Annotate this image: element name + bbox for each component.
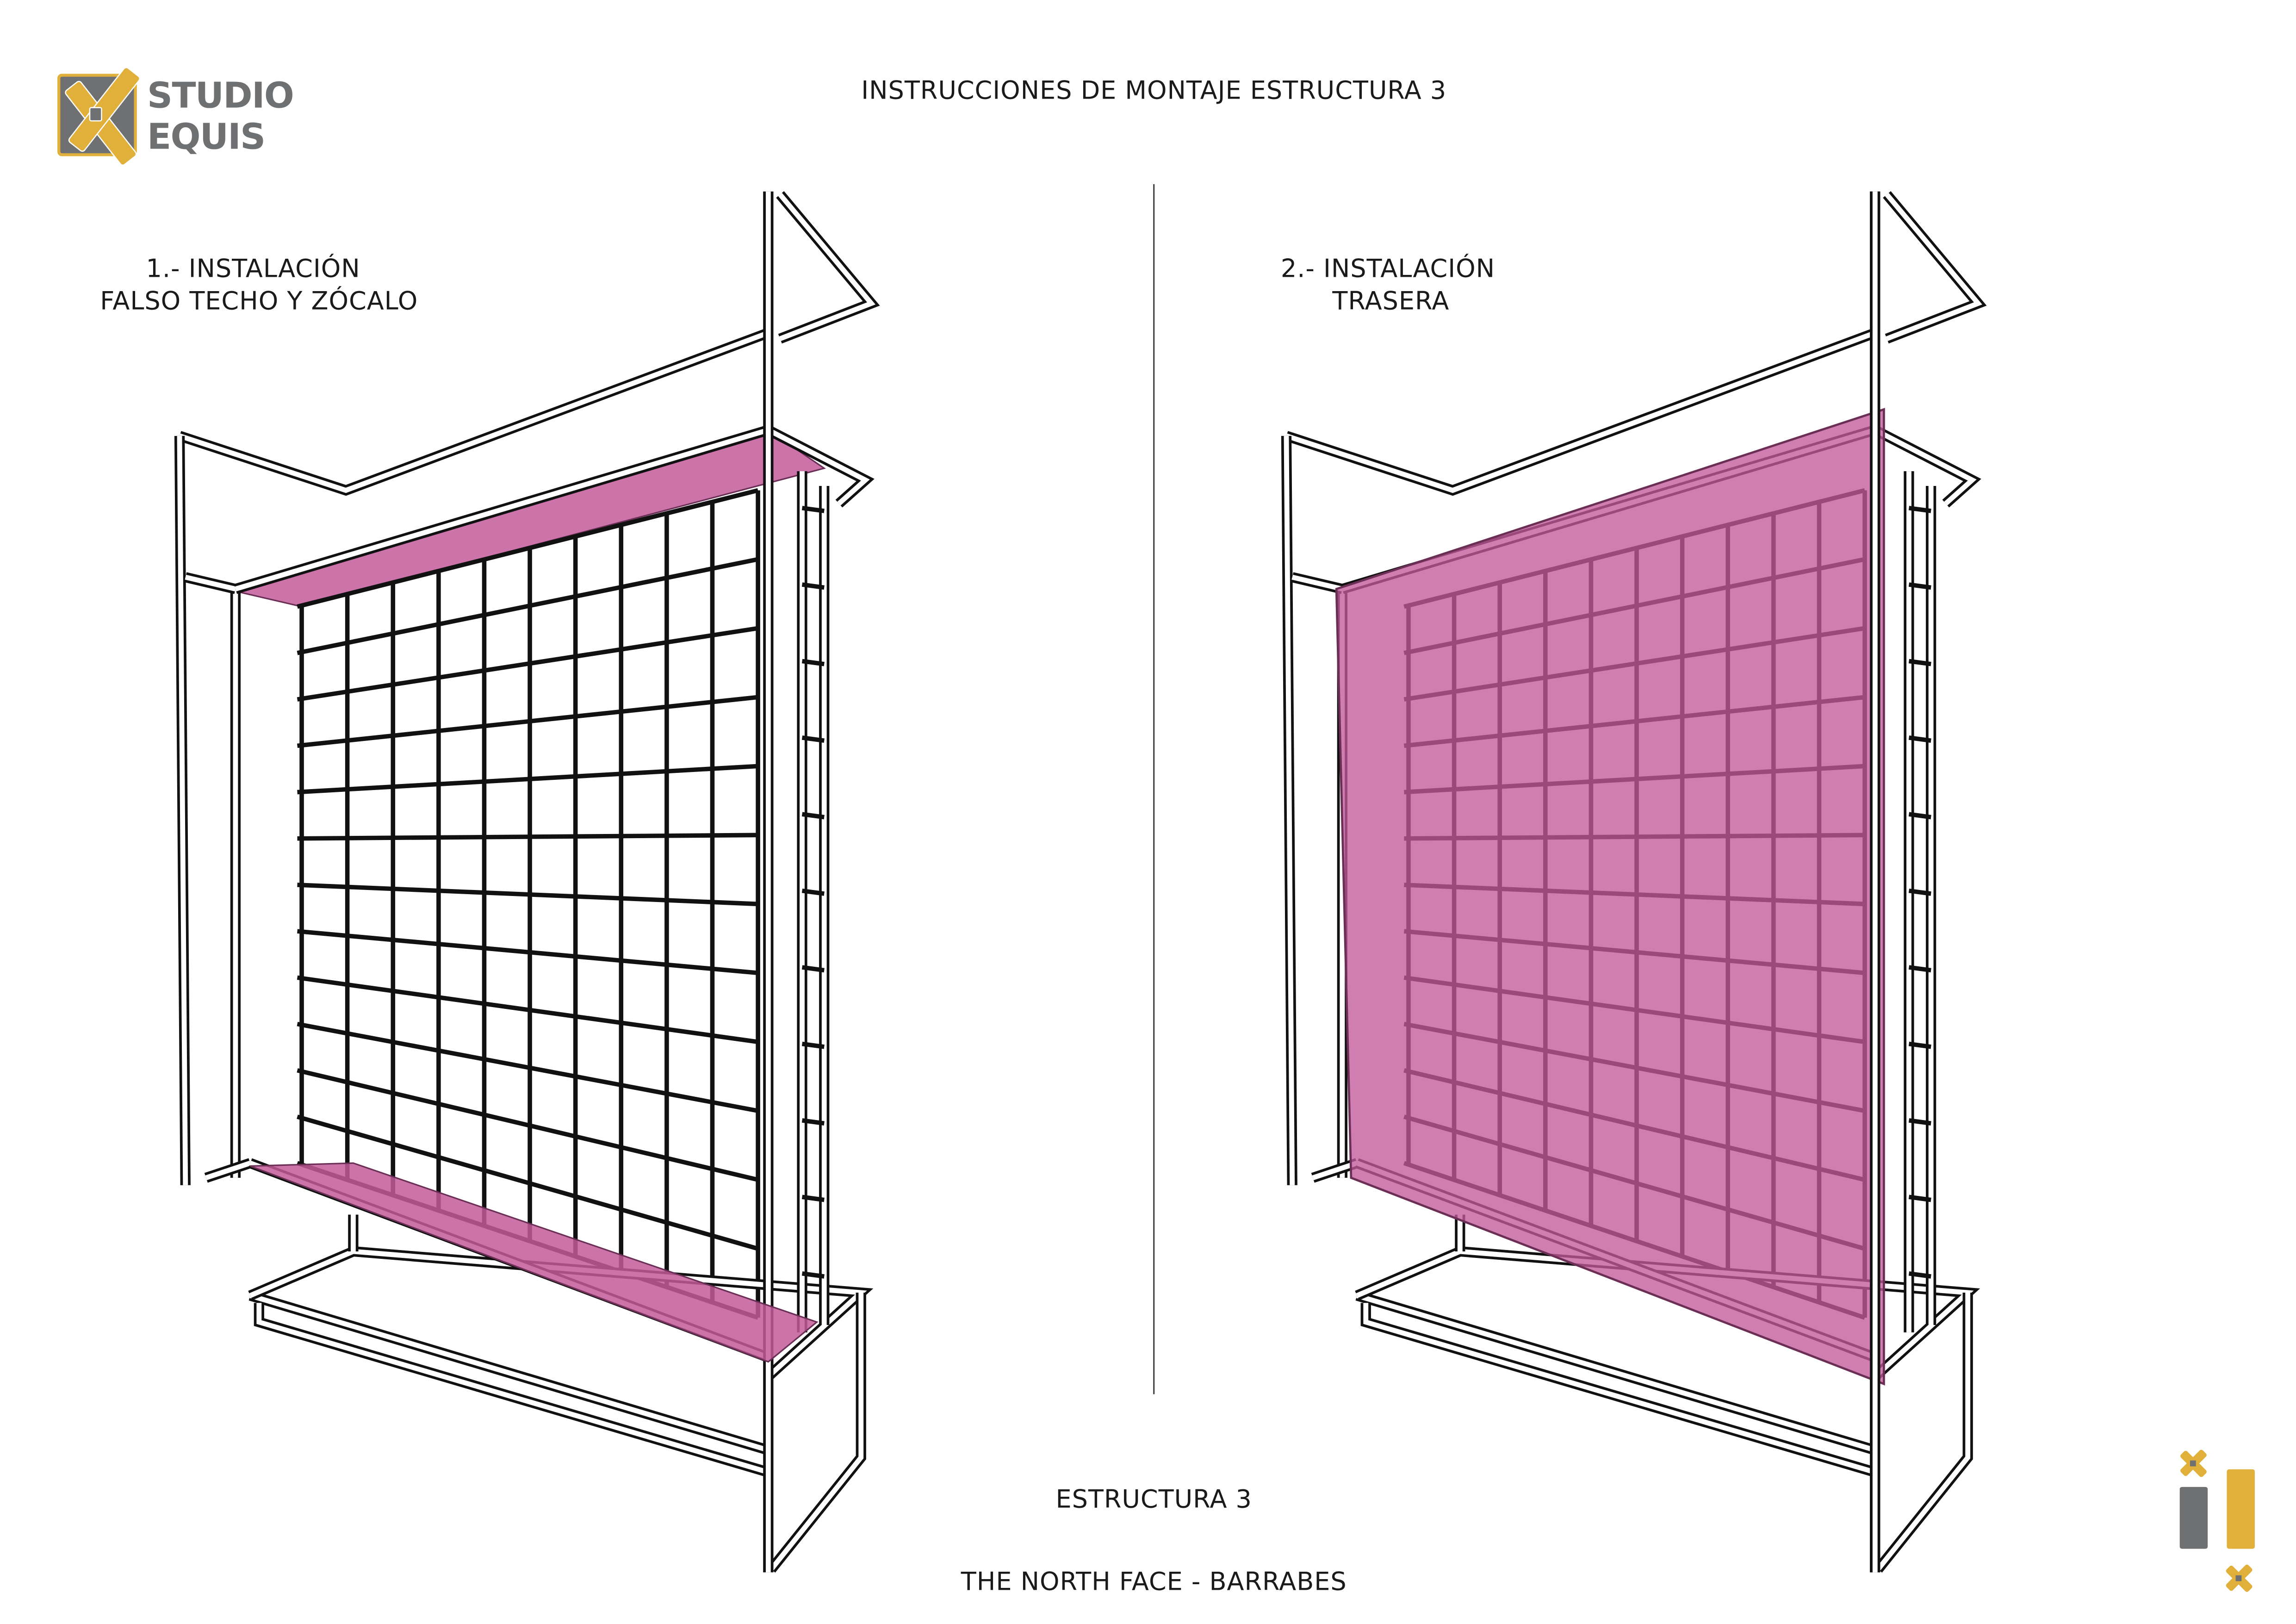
base-right-frame-inner [1876,1293,1971,1571]
grid-horizontal-bar [297,833,758,841]
side-ladder-rung [801,1271,825,1279]
left-bottom-link-inner [1312,1160,1358,1181]
side-ladder-rung [1908,582,1931,590]
structure-step-2-drawing [1281,191,1987,1573]
grid-horizontal-bar [297,626,758,702]
base-right-frame-inner [769,1293,864,1571]
side-ladder-rung [1908,1118,1931,1126]
base-front-beam-inner [1356,1293,1876,1453]
top-triangle-bracket [776,191,880,344]
side-ladder-rung [801,1118,825,1126]
structure-step-1-drawing [174,191,880,1573]
top-triangle-bracket [1883,191,1987,344]
step-1-title: 1.- INSTALACIÓN [146,254,360,283]
grid-horizontal-bar [297,488,759,609]
side-ladder-rung [1908,735,1931,743]
side-ladder-rung [801,582,825,590]
side-ladder-rung [801,965,825,973]
side-ladder-rung [1908,812,1931,820]
side-ladder-rung [801,1195,825,1202]
side-ladder-rung [801,735,825,743]
side-ladder-rung [801,888,825,896]
top-back-beam-inner [1285,330,1876,493]
base-front-beam-inner [249,1293,769,1453]
studio-equis-logo: STUDIO EQUIS [57,67,294,166]
side-ladder-rung [1908,888,1931,896]
base-lower-rail-inner [256,1303,769,1475]
grid-horizontal-bar [297,1021,758,1113]
side-ladder-rung [801,1041,825,1049]
side-ladder-rung [801,812,825,820]
side-ladder-rung [1908,1041,1931,1049]
step-2-subtitle: TRASERA [1332,286,1449,315]
left-post-inner [1284,436,1295,1185]
grid-horizontal-bar [297,764,758,795]
top-triangle-bracket-inner [1885,193,1982,341]
grid-horizontal-bar [297,557,759,655]
grid-horizontal-bar [297,929,758,976]
logo-text-studio: STUDIO [147,75,293,117]
step-1-subtitle: FALSO TECHO Y ZÓCALO [100,286,418,315]
side-ladder-rung [801,505,825,513]
base-lower-rail-inner [1363,1303,1876,1475]
side-ladder-rung [1908,505,1931,513]
side-ladder-rung [1908,659,1931,666]
grid-horizontal-bar [297,1068,759,1182]
left-top-link-inner [185,574,236,591]
logo-text-equis: EQUIS [147,117,265,158]
left-post-inner [177,436,188,1185]
footer-client: THE NORTH FACE - BARRABES [961,1567,1347,1596]
brand-mark-icon [2179,1450,2255,1592]
step-2-title: 2.- INSTALACIÓN [1281,254,1495,283]
left-bottom-link-inner [205,1160,251,1181]
top-triangle-bracket-inner [778,193,876,341]
footer-structure: ESTRUCTURA 3 [1056,1484,1252,1513]
side-ladder-rung [1908,1195,1931,1202]
top-shelf-frame-inner [235,427,870,591]
top-back-beam-inner [179,330,769,493]
plinth-panel-highlight [250,1162,819,1363]
side-ladder-rung [801,659,825,666]
side-ladder-rung [1908,1271,1931,1279]
side-ladder-rung [1908,965,1931,973]
page-title: INSTRUCCIONES DE MONTAJE ESTRUCTURA 3 [861,75,1446,105]
grid-horizontal-bar [297,1114,759,1251]
grid-horizontal-bar [297,695,758,748]
back-panel-highlight [1335,408,1885,1386]
grid-horizontal-bar [297,975,758,1044]
grid-horizontal-bar [297,883,758,907]
left-top-link-inner [1291,574,1343,591]
